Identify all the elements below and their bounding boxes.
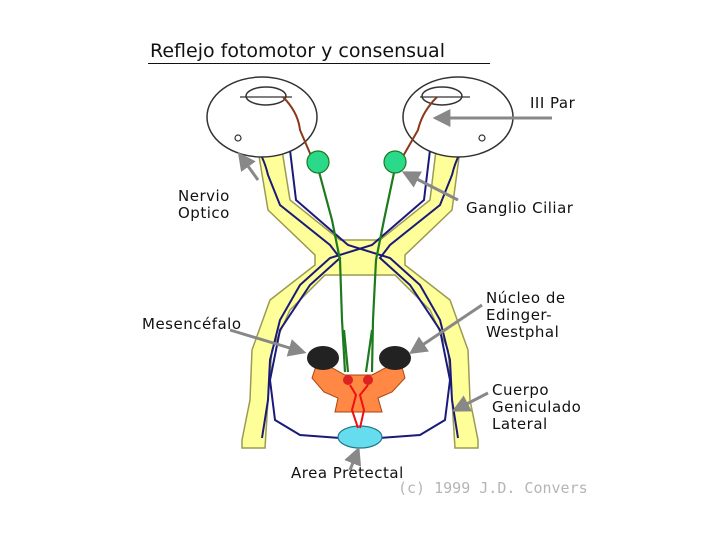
- left-edinger-westphal-nucleus: [343, 375, 353, 385]
- label-cuerpo-line2: Geniculado: [492, 398, 582, 416]
- copyright-credit: (c) 1999 J.D. Convers: [398, 479, 588, 497]
- right-superior-colliculus: [379, 346, 411, 370]
- intercalated-neurons: [349, 384, 369, 429]
- label-mesencefalo: Mesencéfalo: [142, 315, 242, 333]
- label-nervio-optico-line1: Nervio: [178, 187, 230, 205]
- label-iii-par: III Par: [530, 94, 576, 112]
- label-cuerpo-line3: Lateral: [492, 415, 548, 433]
- pointer-arrows: [229, 109, 552, 471]
- right-ciliary-ganglion: [383, 150, 407, 174]
- diagram-title: Reflejo fotomotor y consensual: [150, 40, 445, 62]
- label-nucleo-line2: Edinger-: [486, 306, 553, 324]
- mesencephalon: [307, 346, 411, 413]
- label-area-pretectal: Area Pretectal: [291, 464, 404, 482]
- label-nucleo-line3: Westphal: [486, 323, 560, 341]
- label-nervio-optico-line2: Optico: [178, 204, 230, 222]
- oculomotor-fibers: [316, 167, 397, 373]
- left-superior-colliculus: [307, 346, 339, 370]
- right-edinger-westphal-nucleus: [363, 375, 373, 385]
- left-eye: [206, 76, 318, 158]
- title-underline: [148, 63, 490, 64]
- label-cuerpo-line1: Cuerpo: [492, 381, 550, 399]
- label-nucleo-line1: Núcleo de: [486, 289, 566, 307]
- left-ciliary-ganglion: [306, 150, 330, 174]
- ciliary-fibers: [282, 96, 438, 159]
- label-ganglio-ciliar: Ganglio Ciliar: [466, 199, 574, 217]
- pretectal-area: [337, 425, 383, 449]
